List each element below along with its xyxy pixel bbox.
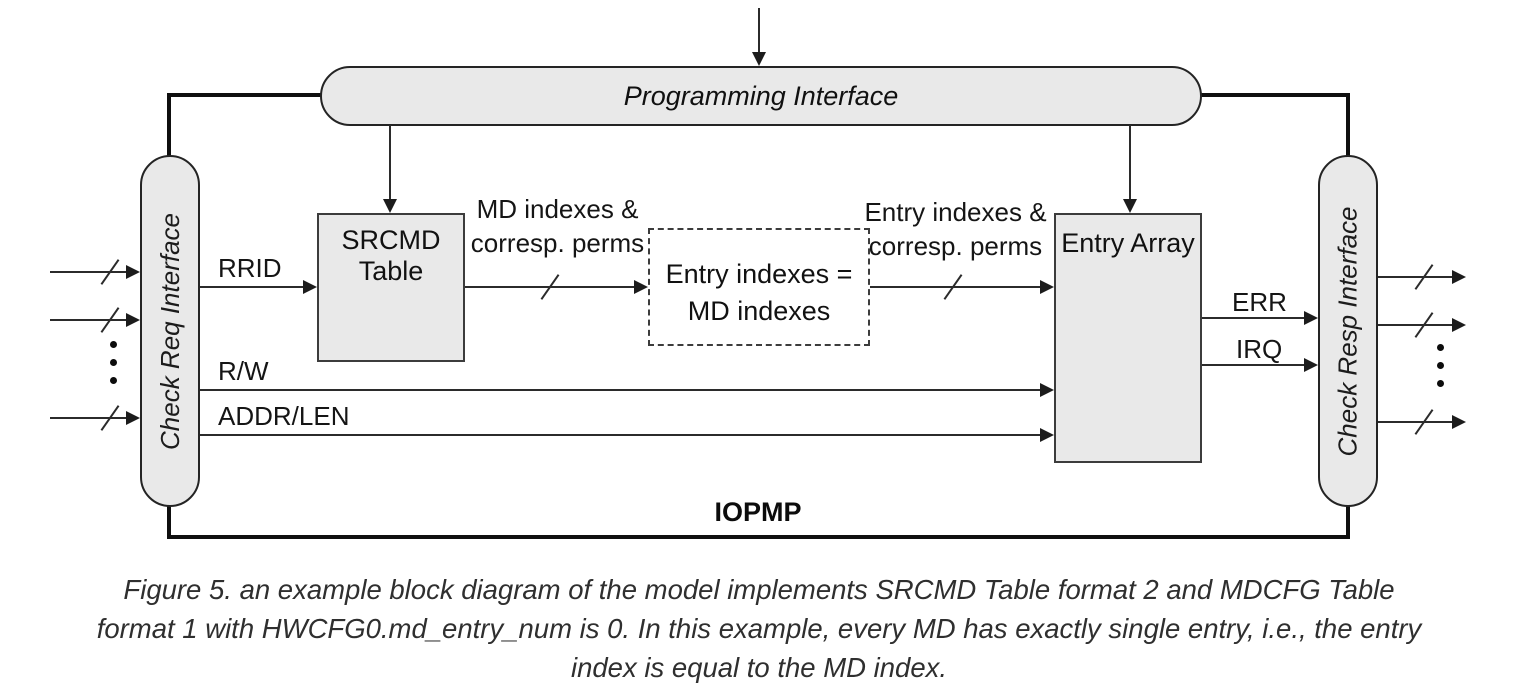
srcmd-table-box: SRCMD Table <box>317 213 465 362</box>
input-bus-2-line <box>50 319 126 321</box>
irq-arrow-line <box>1202 364 1304 366</box>
input-ellipsis-dots <box>110 341 117 384</box>
programming-input-arrow-line <box>758 8 760 54</box>
check-resp-interface-pill: Check Resp Interface <box>1318 155 1378 507</box>
md-bus-label: MD indexes & corresp. perms <box>450 192 665 260</box>
identity-to-entry-arrow-line <box>870 286 1040 288</box>
err-arrow-line <box>1202 317 1304 319</box>
entry-bus-label: Entry indexes & corresp. perms <box>848 195 1063 263</box>
prog-to-entry-arrow-head <box>1123 199 1137 213</box>
srcmd-to-identity-arrow-head <box>634 280 648 294</box>
md-bus-label-line2: corresp. perms <box>470 228 645 258</box>
programming-input-arrow-head <box>752 52 766 66</box>
frame-right-upper-line <box>1346 93 1350 157</box>
addr-len-arrow-line <box>200 434 1040 436</box>
entry-bus-label-line1: Entry indexes & <box>864 197 1047 227</box>
irq-arrow-head <box>1304 358 1318 372</box>
dot <box>110 377 117 384</box>
rw-arrow-head <box>1040 383 1054 397</box>
prog-to-srcmd-arrow-line <box>389 125 391 201</box>
err-arrow-head <box>1304 311 1318 325</box>
frame-top-right-line <box>1195 93 1350 97</box>
iopmp-title: IOPMP <box>714 497 802 527</box>
programming-interface-label: Programming Interface <box>623 80 899 111</box>
srcmd-table-label-line1: SRCMD <box>341 225 441 255</box>
input-bus-2-head <box>126 313 140 327</box>
dot <box>110 359 117 366</box>
dot <box>110 341 117 348</box>
err-label: ERR <box>1232 287 1287 317</box>
dot <box>1437 362 1444 369</box>
prog-to-srcmd-arrow-head <box>383 199 397 213</box>
caption-line-2: format 1 with HWCFG0.md_entry_num is 0. … <box>96 613 1422 644</box>
figure-caption: Figure 5. an example block diagram of th… <box>0 570 1518 687</box>
output-ellipsis-dots <box>1437 344 1444 387</box>
input-bus-1-line <box>50 271 126 273</box>
entry-array-label: Entry Array <box>1061 228 1195 258</box>
output-bus-1-head <box>1452 270 1466 284</box>
dot <box>1437 344 1444 351</box>
rrid-label: RRID <box>218 253 282 283</box>
frame-left-lower-line <box>167 505 171 539</box>
identity-box-line2: MD indexes <box>687 296 831 326</box>
identity-dashed-box: Entry indexes = MD indexes <box>648 228 870 346</box>
output-bus-1-line <box>1378 276 1452 278</box>
rw-label: R/W <box>218 356 269 386</box>
prog-to-entry-arrow-line <box>1129 125 1131 201</box>
md-bus-label-line1: MD indexes & <box>476 194 639 224</box>
identity-to-entry-arrow-head <box>1040 280 1054 294</box>
irq-label: IRQ <box>1236 334 1283 364</box>
output-bus-3-line <box>1378 421 1452 423</box>
programming-interface-pill: Programming Interface <box>320 66 1202 126</box>
entry-bus-label-line2: corresp. perms <box>868 231 1043 261</box>
input-bus-1-head <box>126 265 140 279</box>
output-bus-2-line <box>1378 324 1452 326</box>
rw-arrow-line <box>200 389 1040 391</box>
dot <box>1437 380 1444 387</box>
output-bus-3-head <box>1452 415 1466 429</box>
output-bus-2-head <box>1452 318 1466 332</box>
rrid-arrow-head <box>303 280 317 294</box>
check-req-interface-pill: Check Req Interface <box>140 155 200 507</box>
caption-line-3: index is equal to the MD index. <box>570 652 948 683</box>
addr-len-arrow-head <box>1040 428 1054 442</box>
input-bus-3-line <box>50 417 126 419</box>
addr-len-label: ADDR/LEN <box>218 401 350 431</box>
srcmd-table-label-line2: Table <box>358 256 424 286</box>
caption-line-1: Figure 5. an example block diagram of th… <box>123 574 1395 605</box>
check-resp-interface-label: Check Resp Interface <box>1332 205 1363 457</box>
input-bus-3-head <box>126 411 140 425</box>
check-req-interface-label: Check Req Interface <box>154 212 185 450</box>
frame-top-left-line <box>167 93 322 97</box>
rrid-arrow-line <box>200 286 303 288</box>
identity-box-line1: Entry indexes = <box>665 259 853 289</box>
entry-array-box: Entry Array <box>1054 213 1202 463</box>
frame-left-upper-line <box>167 93 171 157</box>
frame-bottom-line <box>167 535 1350 539</box>
frame-right-lower-line <box>1346 505 1350 539</box>
